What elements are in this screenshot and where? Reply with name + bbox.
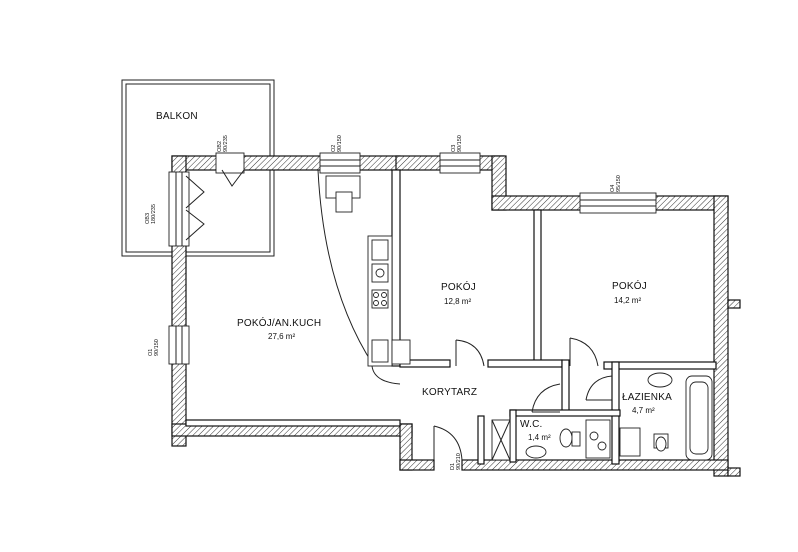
- bathroom-name: ŁAZIENKA: [622, 392, 672, 403]
- living-room-area: 27,6 m²: [268, 332, 296, 341]
- room2-area: 14,2 m²: [614, 296, 642, 305]
- wc-name: W.C.: [520, 419, 543, 430]
- room2-name: POKÓJ: [612, 281, 647, 292]
- bathroom-area: 4,7 m²: [632, 406, 655, 415]
- corridor-name: KORYTARZ: [422, 387, 478, 398]
- interior-walls: [185, 169, 717, 465]
- kitchen-fixtures: [325, 175, 411, 367]
- balkon-name: BALKON: [156, 111, 198, 122]
- doors: [185, 169, 613, 461]
- edge-stubs: [727, 299, 741, 477]
- bathroom-fixtures: [491, 372, 713, 461]
- room1-name: POKÓJ: [441, 282, 476, 293]
- windows: [168, 152, 657, 365]
- living-room-name: POKÓJ/AN.KUCH: [237, 318, 322, 329]
- wc-area: 1,4 m²: [528, 433, 551, 442]
- room1-area: 12,8 m²: [444, 297, 472, 306]
